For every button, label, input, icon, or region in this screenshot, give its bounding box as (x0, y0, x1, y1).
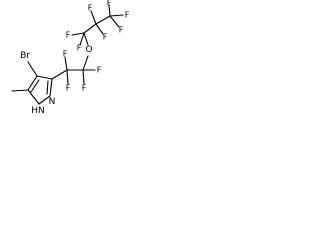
bond-cf2a-f-top (64, 56, 68, 71)
fluorine-label-cf3-right: F (125, 11, 130, 20)
fluorine-label-cf3-top: F (107, 0, 112, 8)
fluorine-label-cf2b-bottom: F (82, 84, 87, 93)
bromine-label: Br (20, 51, 30, 61)
bond-cf3-f-right (109, 14, 124, 17)
nitrogen-label: N (49, 97, 56, 107)
bond-cf2d-f-down (95, 23, 104, 35)
bond-cf2b-o (82, 55, 89, 71)
bond-cf2c-cf2d (83, 23, 97, 34)
bond-cf2c-f-down (79, 32, 85, 46)
bond-c4-c5 (27, 75, 38, 91)
bond-double-c3-n2 (46, 80, 49, 95)
fluorine-label-cf2d-down: F (103, 33, 108, 42)
bond-double-c4-c5 (30, 79, 40, 93)
bond-c4-br (27, 61, 38, 77)
bond-c3-cf2 (51, 69, 68, 80)
fluorine-label-cf2a-top: F (63, 50, 68, 59)
bond-n1-c5 (27, 89, 40, 105)
fluorine-label-cf2c-down: F (77, 44, 82, 53)
bond-cf2d-cf3 (95, 15, 111, 25)
bond-o-cf2c (83, 32, 89, 46)
fluorine-label-cf2d-top: F (88, 4, 93, 13)
bond-c3-n2 (49, 78, 53, 97)
fluorine-label-cf2b-right: F (97, 66, 102, 75)
bond-c4-c3 (36, 75, 53, 80)
fluorine-label-cf2c-left: F (66, 31, 71, 40)
bond-cf3-f-top (108, 4, 111, 17)
bond-cf2d-f-top (90, 10, 97, 25)
bond-cf2a-f-bottom (66, 69, 69, 85)
bond-c5-methyl (11, 89, 29, 92)
bond-cf2b-f-bottom (82, 69, 85, 85)
fluorine-label-cf3-down: F (119, 26, 124, 35)
structure-diagram: Br HN N O F F F F F F F F F F F (11, 0, 130, 116)
nh-label: HN (31, 106, 45, 116)
oxygen-label: O (85, 45, 92, 55)
fluorine-label-cf2a-bottom: F (66, 84, 71, 93)
bond-cf3-f-down (109, 15, 120, 28)
bond-n2-n1 (38, 95, 51, 105)
bond-cf2c-f-left (71, 32, 85, 36)
